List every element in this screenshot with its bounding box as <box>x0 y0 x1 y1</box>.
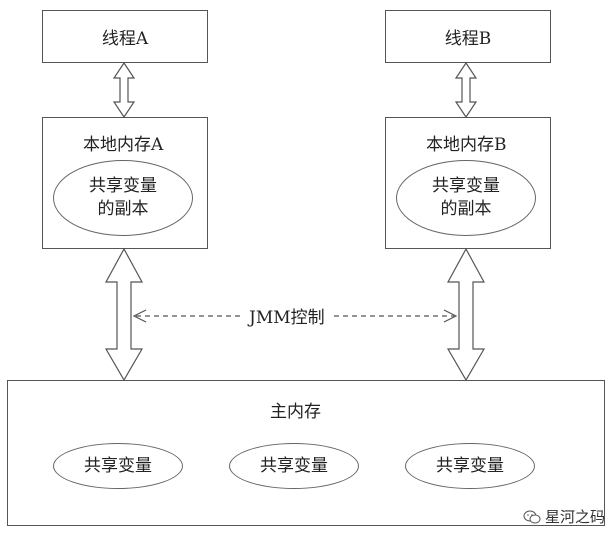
main-shared-var-1-label: 共享变量 <box>84 455 152 476</box>
thread-b-box: 线程B <box>385 10 551 63</box>
local-memory-b-copy-ellipse: 共享变量 的副本 <box>396 160 536 236</box>
main-shared-var-ellipse-3: 共享变量 <box>405 443 535 489</box>
local-memory-b-copy-line1: 共享变量 <box>432 176 500 197</box>
local-memory-a-title: 本地内存A <box>83 135 164 155</box>
thread-a-label: 线程A <box>101 29 149 49</box>
local-memory-b-copy-line2: 的副本 <box>440 199 492 219</box>
watermark: 星河之码 <box>523 506 605 527</box>
main-shared-var-3-label: 共享变量 <box>436 455 504 476</box>
jmm-control-label: JMM控制 <box>243 303 331 328</box>
local-memory-a-copy-line2: 的副本 <box>97 199 149 219</box>
main-shared-var-ellipse-1: 共享变量 <box>53 443 183 489</box>
main-shared-var-2-label: 共享变量 <box>260 455 328 476</box>
local-memory-b-box: 本地内存B 共享变量 的副本 <box>385 117 551 249</box>
thread-b-label: 线程B <box>444 29 492 49</box>
main-memory-title: 主内存 <box>270 402 321 422</box>
local-memory-a-copy-ellipse: 共享变量 的副本 <box>53 160 193 236</box>
wechat-icon <box>523 510 541 523</box>
local-memory-a-box: 本地内存A 共享变量 的副本 <box>42 117 208 249</box>
arrow-thread-b-local-b <box>454 61 478 119</box>
local-memory-a-copy-line1: 共享变量 <box>89 176 157 197</box>
main-shared-var-ellipse-2: 共享变量 <box>229 443 359 489</box>
arrow-thread-a-local-a <box>112 61 136 119</box>
jmm-arrowhead-left <box>132 309 147 323</box>
local-memory-b-title: 本地内存B <box>426 135 507 155</box>
watermark-text: 星河之码 <box>544 508 605 526</box>
thread-a-box: 线程A <box>42 10 208 63</box>
main-memory-box: 主内存 共享变量 共享变量 共享变量 <box>7 380 605 526</box>
jmm-arrowhead-right <box>443 309 458 323</box>
